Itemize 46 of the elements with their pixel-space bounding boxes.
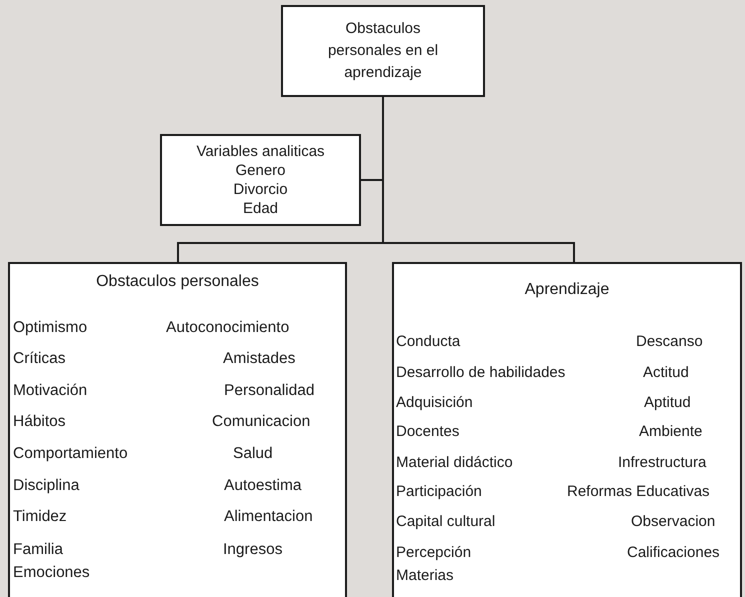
category-box <box>392 262 742 597</box>
list-item: Salud <box>233 445 273 463</box>
list-item: Infrestructura <box>618 454 706 472</box>
title-text: Obstaculos personales en el aprendizaje <box>326 19 440 83</box>
list-item: Genero <box>235 161 286 180</box>
list-item: Familia <box>13 541 63 559</box>
list-item: Comunicacion <box>212 413 310 431</box>
list-item: Materias <box>396 567 454 585</box>
list-item: Críticas <box>13 350 66 368</box>
list-item: Autoestima <box>224 477 302 495</box>
list-item: Divorcio <box>233 180 288 199</box>
list-item: Material didáctico <box>396 454 513 472</box>
list-item: Autoconocimiento <box>166 319 290 337</box>
list-item: Percepción <box>396 544 472 562</box>
list-item: Amistades <box>223 350 296 368</box>
list-item: Ambiente <box>639 423 702 441</box>
list-item: Motivación <box>13 382 88 400</box>
variables-box <box>160 134 361 226</box>
list-item: Disciplina <box>13 477 80 495</box>
list-item: Personalidad <box>224 382 314 400</box>
list-item: Docentes <box>396 423 460 441</box>
list-item: Ingresos <box>223 541 282 559</box>
list-item: Participación <box>396 483 482 501</box>
list-item: Descanso <box>636 333 703 351</box>
list-item: Emociones <box>13 564 90 582</box>
list-item: Desarrollo de habilidades <box>396 364 566 382</box>
connector-line <box>382 97 575 262</box>
list-item: Adquisición <box>396 394 473 412</box>
box-heading: Aprendizaje <box>524 281 610 299</box>
category-box <box>8 262 347 597</box>
list-item: Timidez <box>13 508 67 526</box>
box-heading: Variables analiticas <box>196 142 325 161</box>
list-item: Edad <box>242 199 278 218</box>
list-item: Optimismo <box>13 319 88 337</box>
title-box <box>281 5 485 97</box>
list-item: Aptitud <box>644 394 691 412</box>
list-item: Comportamiento <box>13 445 128 463</box>
list-item: Actitud <box>643 364 689 382</box>
list-item: Calificaciones <box>627 544 720 562</box>
list-item: Reformas Educativas <box>567 483 710 501</box>
box-heading: Obstaculos personales <box>95 273 260 291</box>
list-item: Capital cultural <box>396 513 496 531</box>
list-item: Observacion <box>631 513 716 531</box>
list-item: Conducta <box>396 333 460 351</box>
list-item: Hábitos <box>13 413 66 431</box>
list-item: Alimentacion <box>224 508 313 526</box>
